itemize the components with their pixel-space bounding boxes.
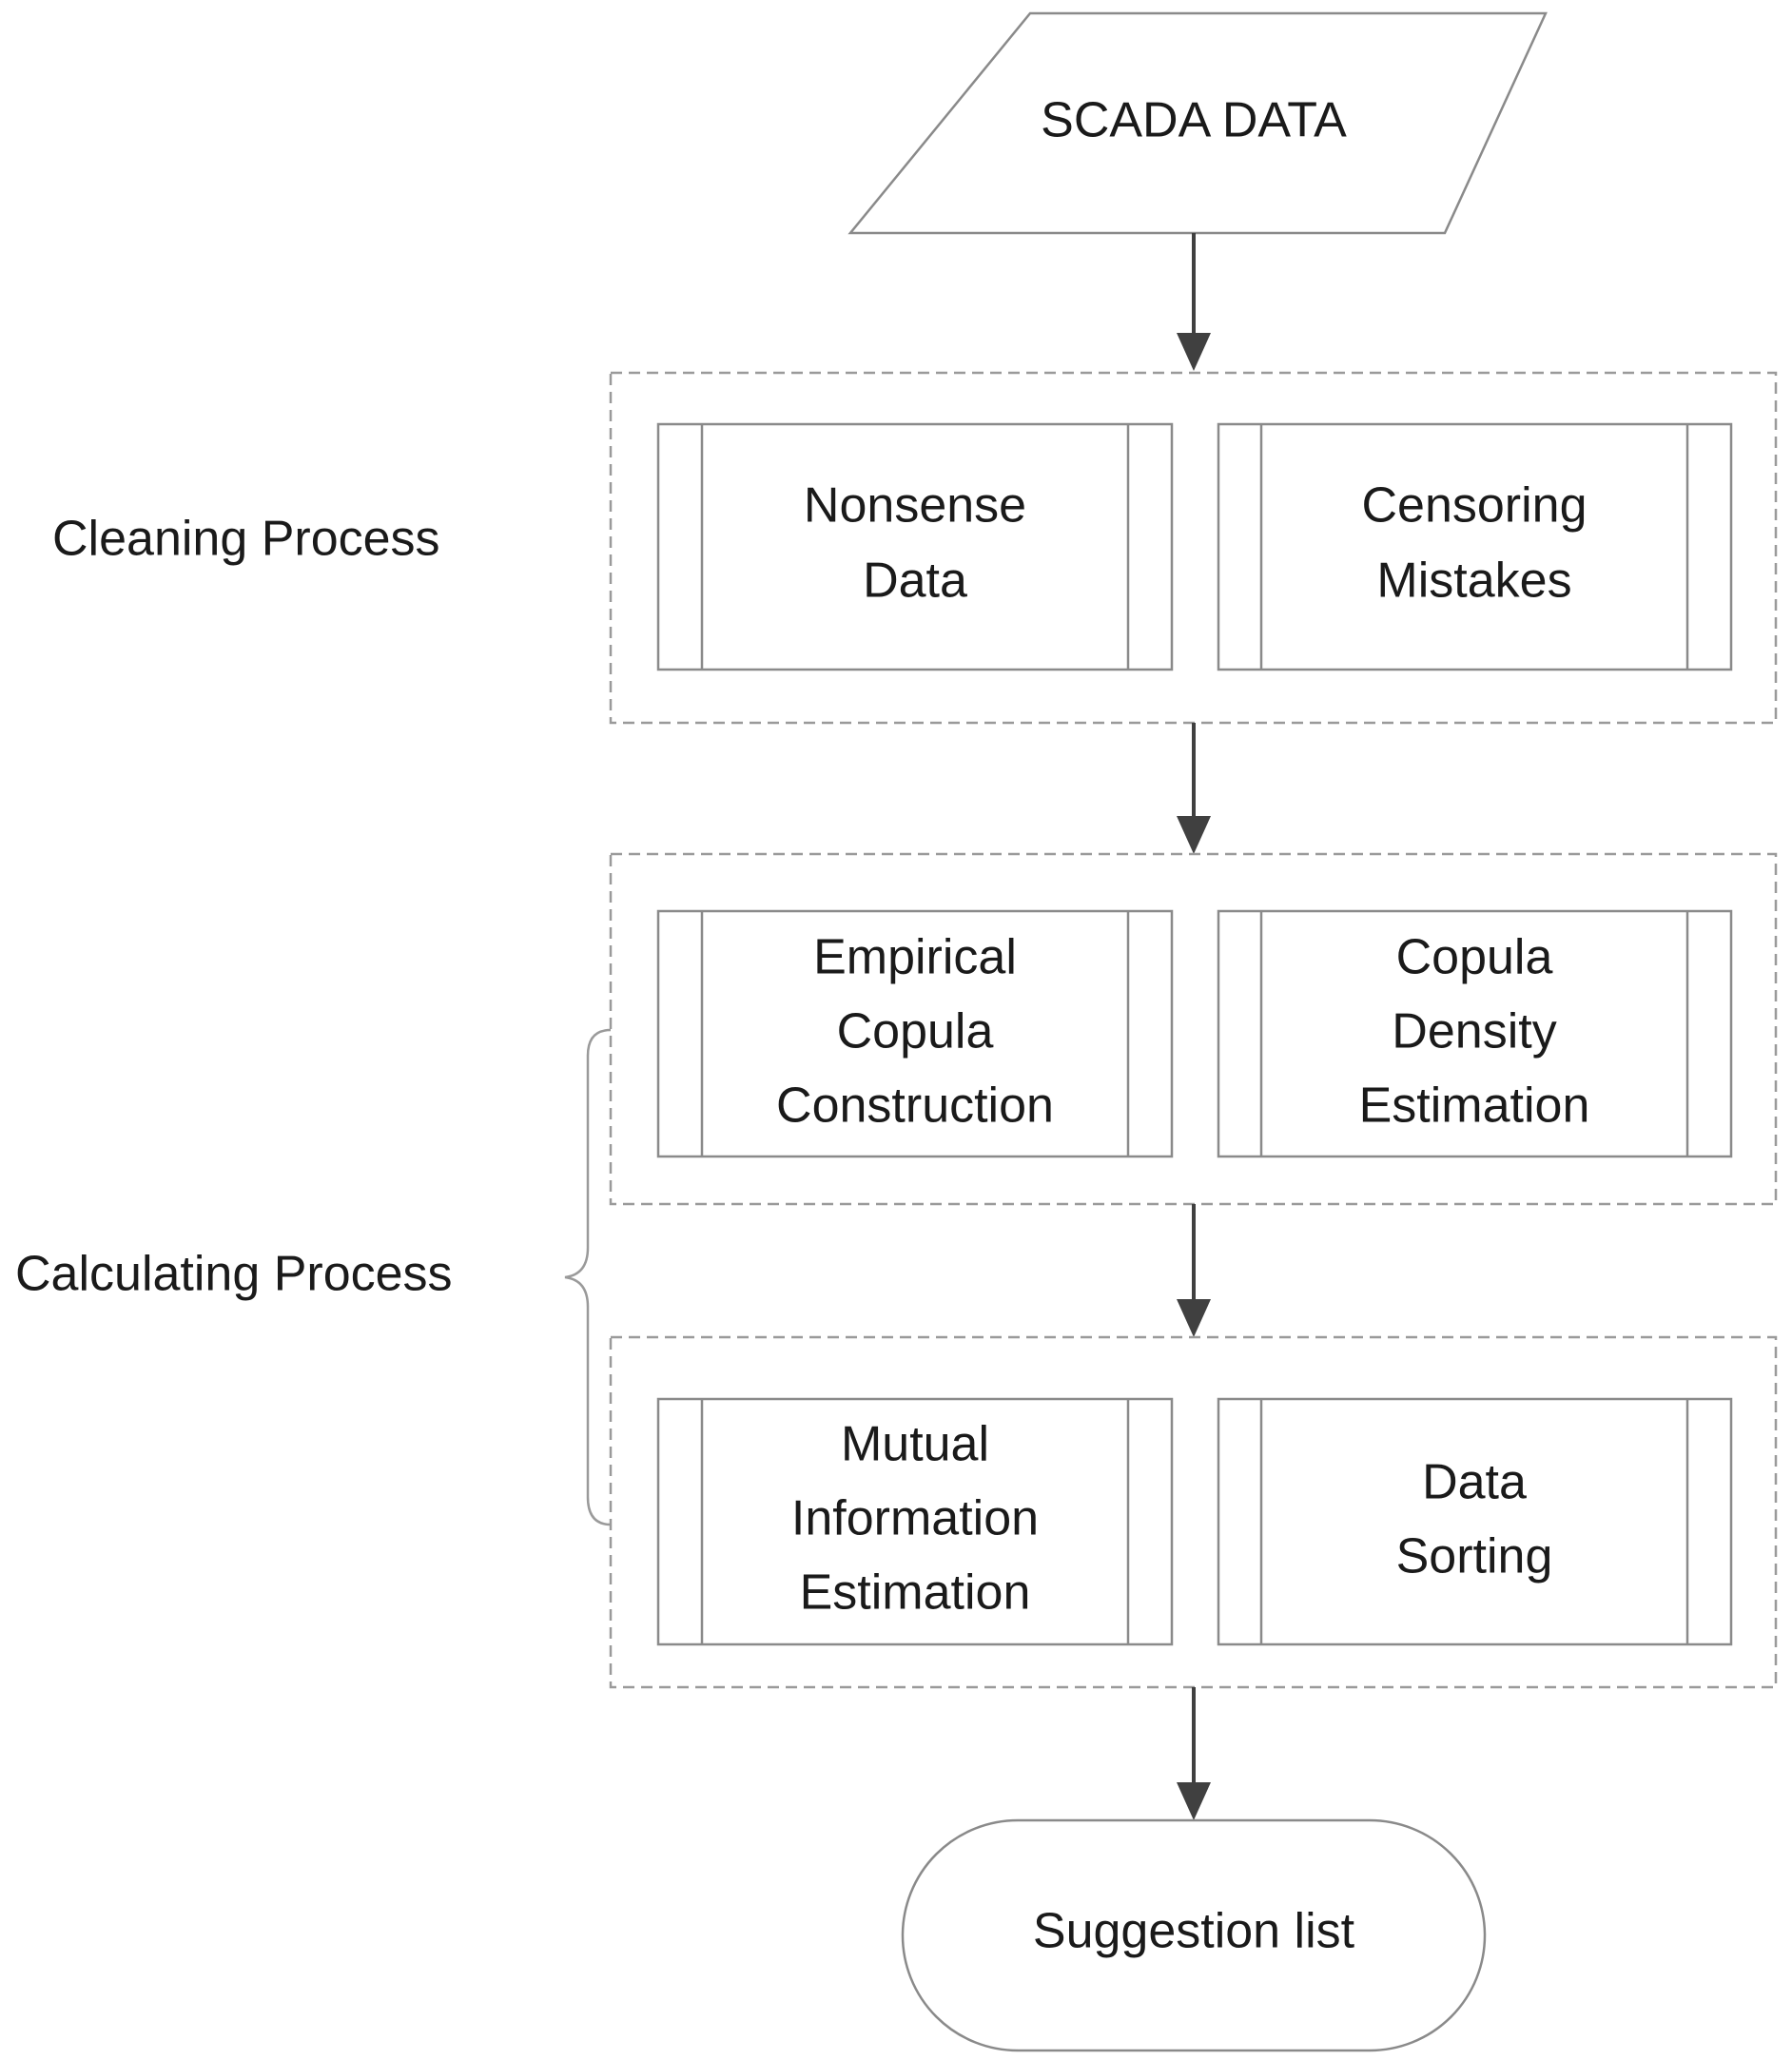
- box-line: Censoring: [1361, 478, 1587, 534]
- arrow-calculating-1-to-2: [1177, 1204, 1211, 1337]
- process-box-copula-density-estimation: Copula Density Estimation: [1217, 909, 1733, 1158]
- suggestion-list-output: Suggestion list: [901, 1818, 1487, 2052]
- process-box-mutual-information-estimation: Mutual Information Estimation: [656, 1397, 1174, 1646]
- box-line: Data: [1422, 1455, 1527, 1510]
- calculating-group-1: Empirical Copula Construction Copula Den…: [609, 852, 1778, 1206]
- output-terminator-shape: [901, 1818, 1487, 2052]
- box-line: Construction: [776, 1079, 1054, 1134]
- box-line: Mutual: [841, 1417, 989, 1472]
- process-box-nonsense-data: Nonsense Data: [656, 422, 1174, 671]
- box-line: Estimation: [1359, 1079, 1590, 1134]
- box-line: Nonsense: [804, 478, 1026, 534]
- calculating-brace: [564, 1028, 612, 1526]
- box-line: Copula: [1396, 930, 1553, 985]
- scada-data-input: SCADA DATA: [847, 11, 1548, 235]
- arrow-input-to-cleaning: [1177, 233, 1211, 371]
- calculating-process-label: Calculating Process: [15, 1247, 453, 1302]
- input-label: SCADA DATA: [1041, 93, 1347, 148]
- arrow-calculating-to-output: [1177, 1687, 1211, 1820]
- cleaning-process-label: Cleaning Process: [52, 512, 440, 567]
- process-box-data-sorting: Data Sorting: [1217, 1397, 1733, 1646]
- box-line: Mistakes: [1376, 554, 1571, 609]
- calculating-group-2: Mutual Information Estimation Data Sorti…: [609, 1335, 1778, 1689]
- arrow-cleaning-to-calculating: [1177, 723, 1211, 854]
- box-line: Copula: [837, 1004, 994, 1059]
- box-line: Empirical: [813, 930, 1017, 985]
- box-line: Estimation: [800, 1565, 1031, 1621]
- box-line: Sorting: [1396, 1529, 1553, 1584]
- input-parallelogram-shape: [847, 11, 1548, 235]
- process-box-empirical-copula-construction: Empirical Copula Construction: [656, 909, 1174, 1158]
- cleaning-process-group: Nonsense Data Censoring Mistakes: [609, 371, 1778, 725]
- box-line: Information: [791, 1491, 1039, 1546]
- box-line: Data: [863, 554, 967, 609]
- box-line: Density: [1392, 1004, 1556, 1059]
- output-label: Suggestion list: [1033, 1904, 1355, 1959]
- process-box-censoring-mistakes: Censoring Mistakes: [1217, 422, 1733, 671]
